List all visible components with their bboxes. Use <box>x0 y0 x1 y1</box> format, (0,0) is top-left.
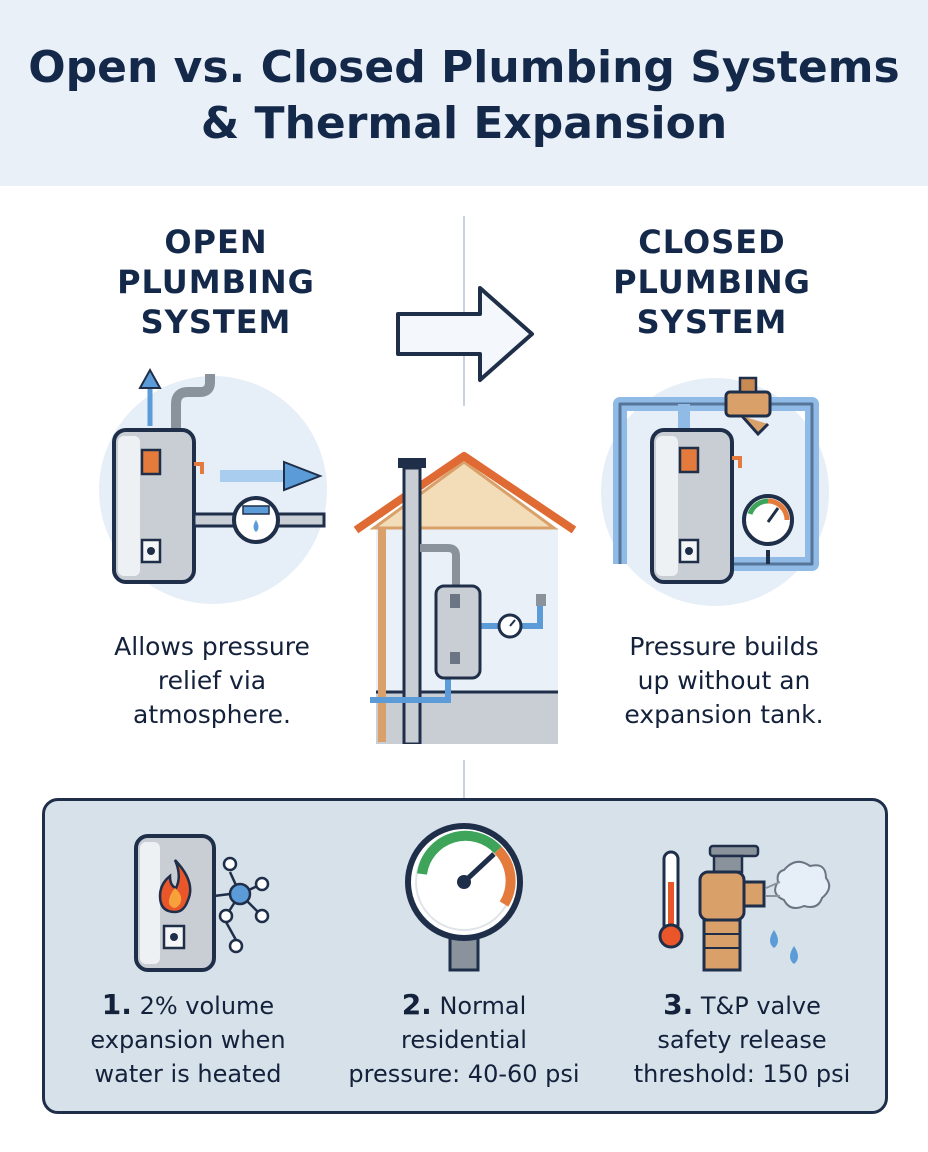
steam-icon <box>765 860 831 909</box>
flame-icon <box>158 859 192 914</box>
fact-3: 3. T&P valve safety release threshold: 1… <box>633 988 851 1088</box>
open-system-description: Allows pressure relief via atmosphere. <box>114 632 310 729</box>
page-title: Open vs. Closed Plumbing Systems & Therm… <box>0 40 928 152</box>
heater-expansion-icon <box>134 834 270 972</box>
center-divider-bottom <box>463 760 465 798</box>
water-heater-icon <box>112 428 204 584</box>
water-drop-icon <box>770 930 798 964</box>
closed-system-title: CLOSED PLUMBING SYSTEM <box>613 223 811 341</box>
molecule-icon <box>213 856 270 954</box>
header-banner <box>0 0 928 186</box>
closed-system-description: Pressure builds up without an expansion … <box>624 632 824 729</box>
pressure-gauge-icon <box>742 494 794 564</box>
fact-2: 2. Normal residential pressure: 40-60 ps… <box>348 988 580 1088</box>
water-meter-icon <box>232 496 280 544</box>
open-system-title: OPEN PLUMBING SYSTEM <box>117 223 315 341</box>
fact-1: 1. 2% volume expansion when water is hea… <box>90 988 286 1088</box>
open-system-illustration <box>99 367 327 604</box>
center-divider-top <box>463 216 465 406</box>
pressure-gauge-icon <box>405 823 523 972</box>
closed-system-illustration <box>601 376 829 606</box>
title-line-2: & Thermal Expansion <box>200 98 728 149</box>
water-heater-icon <box>650 428 742 584</box>
tp-valve-icon <box>658 844 831 972</box>
thermometer-icon <box>658 850 684 949</box>
house-icon <box>353 452 577 744</box>
arrow-right-icon <box>396 286 534 382</box>
title-line-1: Open vs. Closed Plumbing Systems <box>28 42 900 93</box>
flow-right-arrow-icon <box>220 460 323 492</box>
backflow-valve-icon <box>724 376 772 437</box>
vent-up-arrow-icon <box>138 367 162 426</box>
